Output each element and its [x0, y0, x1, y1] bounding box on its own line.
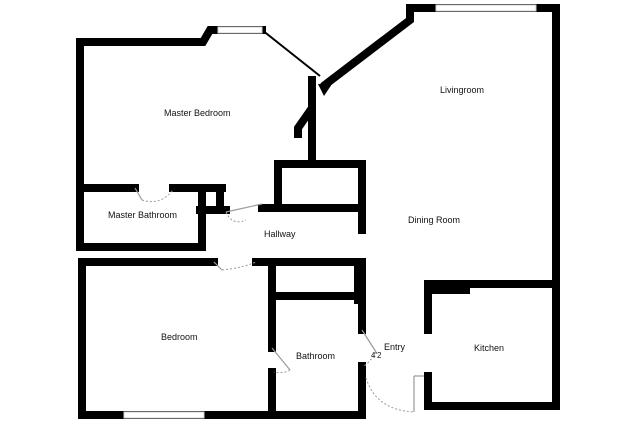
kitchen-walls	[424, 280, 560, 410]
dimension-label: 4'2	[371, 351, 382, 360]
label-master-bedroom: Master Bedroom	[164, 108, 231, 118]
label-dining-room: Dining Room	[408, 215, 460, 225]
label-master-bathroom: Master Bathroom	[108, 210, 177, 220]
label-bathroom: Bathroom	[296, 351, 335, 361]
label-entry: Entry	[384, 342, 406, 352]
window-master-bedroom	[217, 26, 263, 34]
closet-walls	[274, 104, 366, 212]
label-hallway: Hallway	[264, 229, 296, 239]
label-bedroom: Bedroom	[161, 332, 198, 342]
label-livingroom: Livingroom	[440, 85, 484, 95]
window-living-room	[435, 4, 537, 12]
label-kitchen: Kitchen	[474, 343, 504, 353]
doors	[134, 187, 424, 413]
window-bedroom	[123, 411, 205, 419]
living-room-walls	[318, 4, 560, 288]
bedroom-bathroom-walls	[78, 258, 366, 419]
